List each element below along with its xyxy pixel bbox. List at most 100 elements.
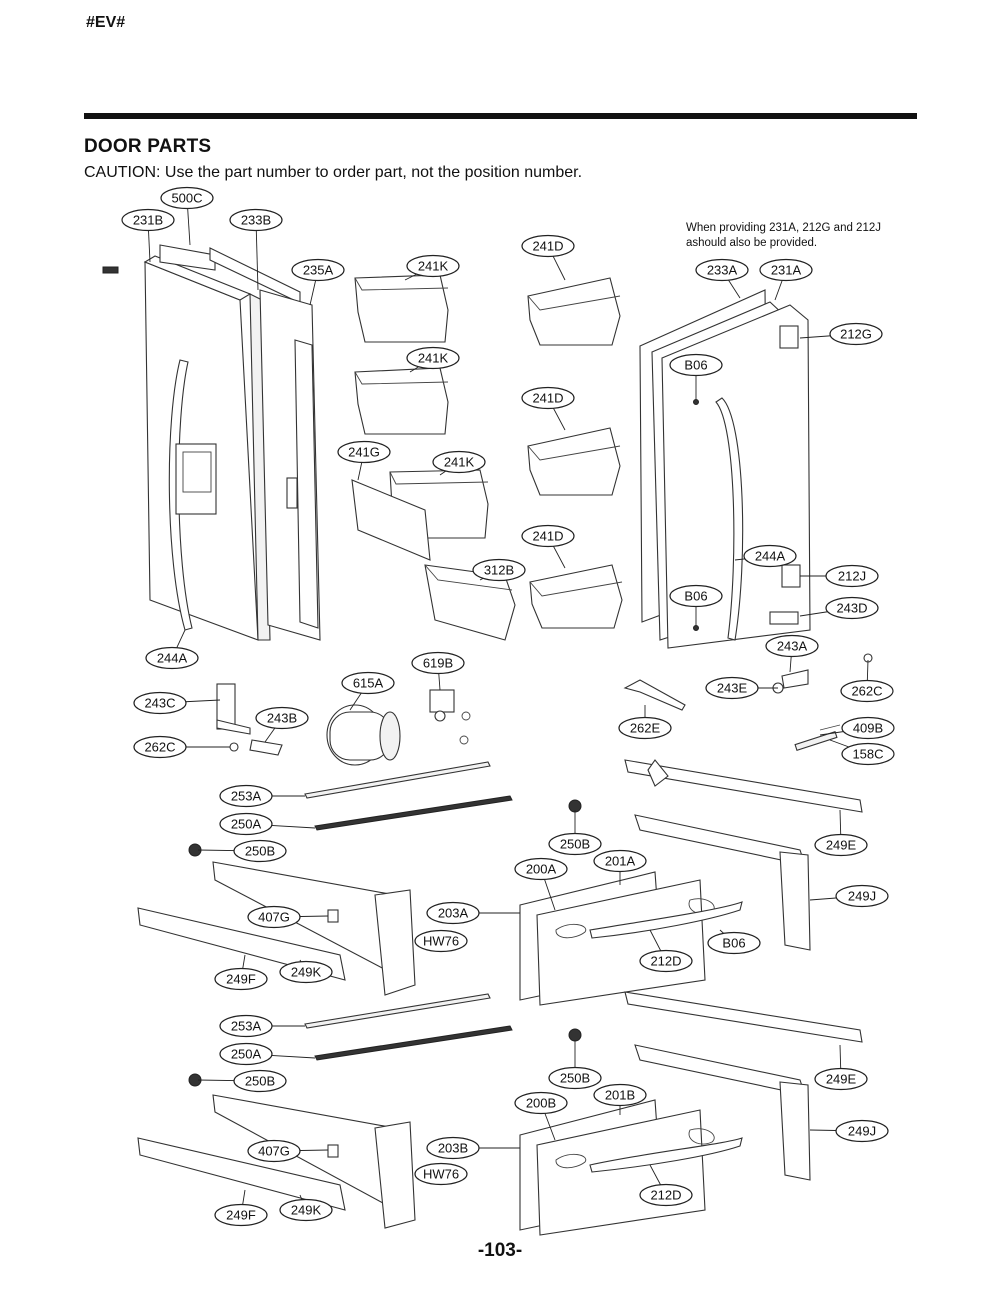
door-bins-left <box>351 274 516 641</box>
callout-oval <box>840 679 894 703</box>
part-callout: 201B <box>593 1083 647 1107</box>
callout-label: 241D <box>532 391 563 406</box>
callout-label: 249K <box>291 965 322 980</box>
part-callout: 250A <box>219 1042 273 1066</box>
callout-oval <box>705 676 759 700</box>
callout-label: 409B <box>853 721 883 736</box>
callout-oval <box>521 234 575 258</box>
part-callout: 200B <box>514 1091 568 1115</box>
callout-label: 249E <box>826 1072 857 1087</box>
part-callout: 249F <box>214 967 268 991</box>
part-callout: B06 <box>669 353 723 377</box>
caution-text: CAUTION: Use the part number to order pa… <box>84 164 583 181</box>
callout-oval <box>214 1203 268 1227</box>
callout-label: 231B <box>133 213 163 228</box>
callout-label: 241K <box>418 259 449 274</box>
callout-label: 212J <box>838 569 866 584</box>
callout-oval <box>247 1139 301 1163</box>
callout-label: 200B <box>526 1096 556 1111</box>
callout-oval <box>825 596 879 620</box>
callout-label: 262E <box>630 721 661 736</box>
part-callout: 203A <box>426 901 480 925</box>
callout-label: 250B <box>560 837 590 852</box>
part-callout: 243D <box>825 596 879 620</box>
callout-oval <box>548 1066 602 1090</box>
part-callout: 241K <box>432 450 486 474</box>
drawer-strips <box>304 761 513 1061</box>
callout-oval <box>414 1162 468 1186</box>
callout-oval <box>829 322 883 346</box>
part-callout: HW76 <box>414 929 468 953</box>
part-callout: 241K <box>406 254 460 278</box>
callout-oval <box>411 651 465 675</box>
callout-label: 212D <box>650 1188 681 1203</box>
callout-label: 250A <box>231 817 262 832</box>
callout-oval <box>514 857 568 881</box>
header-rule <box>84 113 917 119</box>
callout-label: 241K <box>444 455 475 470</box>
callout-oval <box>414 929 468 953</box>
callout-oval <box>814 1067 868 1091</box>
callout-label: 312B <box>484 563 514 578</box>
callout-oval <box>639 1183 693 1207</box>
part-callout: 200A <box>514 857 568 881</box>
part-callout: 231A <box>759 258 813 282</box>
callout-oval <box>145 646 199 670</box>
callout-label: 233B <box>241 213 271 228</box>
callout-label: 201B <box>605 1088 635 1103</box>
callout-label: 249F <box>226 1208 256 1223</box>
door-marker <box>102 266 119 274</box>
callout-label: 619B <box>423 656 453 671</box>
callout-oval <box>121 208 175 232</box>
callout-label: 500C <box>171 191 202 206</box>
part-callout: 243E <box>705 676 759 700</box>
part-callout: 253A <box>219 1014 273 1038</box>
callout-oval <box>291 258 345 282</box>
callout-label: 244A <box>755 549 786 564</box>
callout-oval <box>548 832 602 856</box>
upper-drawer-assembly <box>137 759 863 1006</box>
part-callout: 243C <box>133 691 187 715</box>
callout-label: 407G <box>258 910 290 925</box>
part-callout: 407G <box>247 1139 301 1163</box>
callout-label: 249F <box>226 972 256 987</box>
page-title: DOOR PARTS <box>84 136 212 157</box>
callout-oval <box>247 905 301 929</box>
callout-oval <box>521 386 575 410</box>
callout-label: 243D <box>836 601 867 616</box>
callout-oval <box>160 186 214 210</box>
callout-label: 249E <box>826 838 857 853</box>
callout-label: 249K <box>291 1203 322 1218</box>
callout-label: 249J <box>848 1124 876 1139</box>
part-callout: 262E <box>618 716 672 740</box>
callout-label: B06 <box>684 589 707 604</box>
callout-label: 212D <box>650 954 681 969</box>
part-callout: 249K <box>279 1198 333 1222</box>
callout-oval <box>133 691 187 715</box>
callout-label: 250B <box>245 1074 275 1089</box>
part-callout: 243B <box>255 706 309 730</box>
part-callout: 615A <box>341 671 395 695</box>
callout-label: 203B <box>438 1141 468 1156</box>
part-callout: 241D <box>521 386 575 410</box>
callout-label: 244A <box>157 651 188 666</box>
callout-oval <box>133 735 187 759</box>
part-callout: 250B <box>233 1069 287 1093</box>
part-callout: 212J <box>825 564 879 588</box>
callout-oval <box>341 671 395 695</box>
part-callout: 249F <box>214 1203 268 1227</box>
part-callout: 203B <box>426 1136 480 1160</box>
callout-oval <box>841 742 895 766</box>
part-callout: 249E <box>814 1067 868 1091</box>
callout-label: 253A <box>231 1019 262 1034</box>
part-callout: 312B <box>472 558 526 582</box>
callout-oval <box>219 1014 273 1038</box>
callout-label: 250A <box>231 1047 262 1062</box>
part-callout: 233B <box>229 208 283 232</box>
part-callout: 241G <box>337 440 391 464</box>
part-callout: 235A <box>291 258 345 282</box>
part-callout: 231B <box>121 208 175 232</box>
callout-oval <box>639 949 693 973</box>
part-callout: 212D <box>639 949 693 973</box>
